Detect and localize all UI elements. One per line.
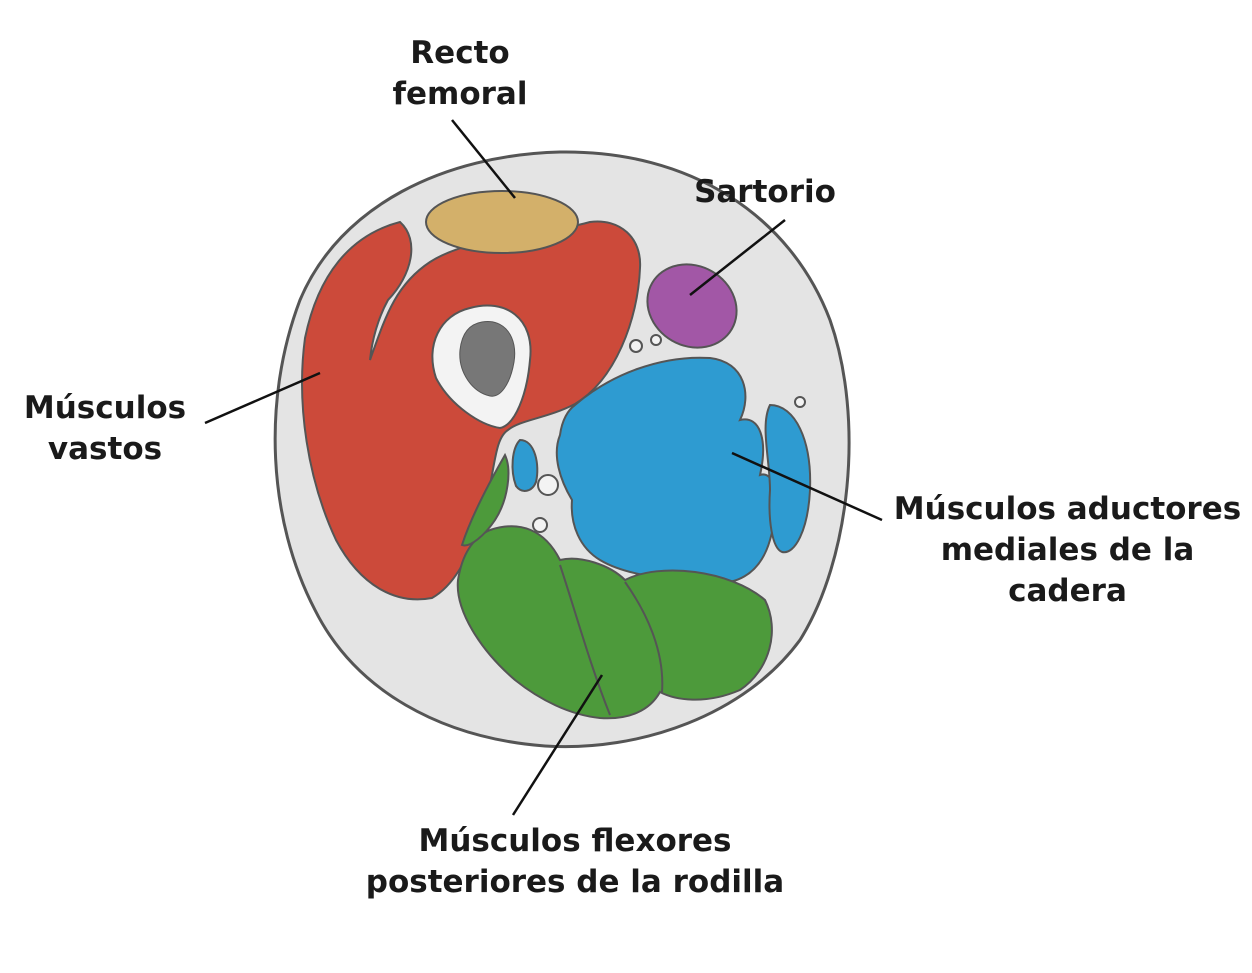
bone-marrow [459,321,516,397]
label-sartorio: Sartorio [694,174,836,210]
label-flexores: Músculos flexores posteriores de la rodi… [365,823,785,900]
leader-recto-femoral [451,119,516,199]
vessel [532,517,548,533]
aductores-muscle-small [511,438,539,492]
vessel [629,339,643,353]
label-recto-femoral: Recto femoral [392,35,528,112]
label-aductores: Músculos aductores mediales de la cadera [893,491,1242,609]
leader-flexores [511,674,604,816]
flexores-divider-2 [624,581,664,693]
flexores-muscle [456,525,773,720]
vessel [650,334,662,346]
sartorio-muscle [646,263,738,349]
recto-femoral-muscle [425,190,579,254]
vessel [794,396,806,408]
aductores-muscle [555,356,777,585]
leader-sartorio [689,219,786,296]
vessel [537,474,559,496]
leader-aductores [731,451,883,522]
leader-vastos [204,371,321,425]
label-vastos: Músculos vastos [23,390,187,467]
flexores-muscle-thin [460,452,510,547]
flexores-divider-1 [559,564,611,716]
